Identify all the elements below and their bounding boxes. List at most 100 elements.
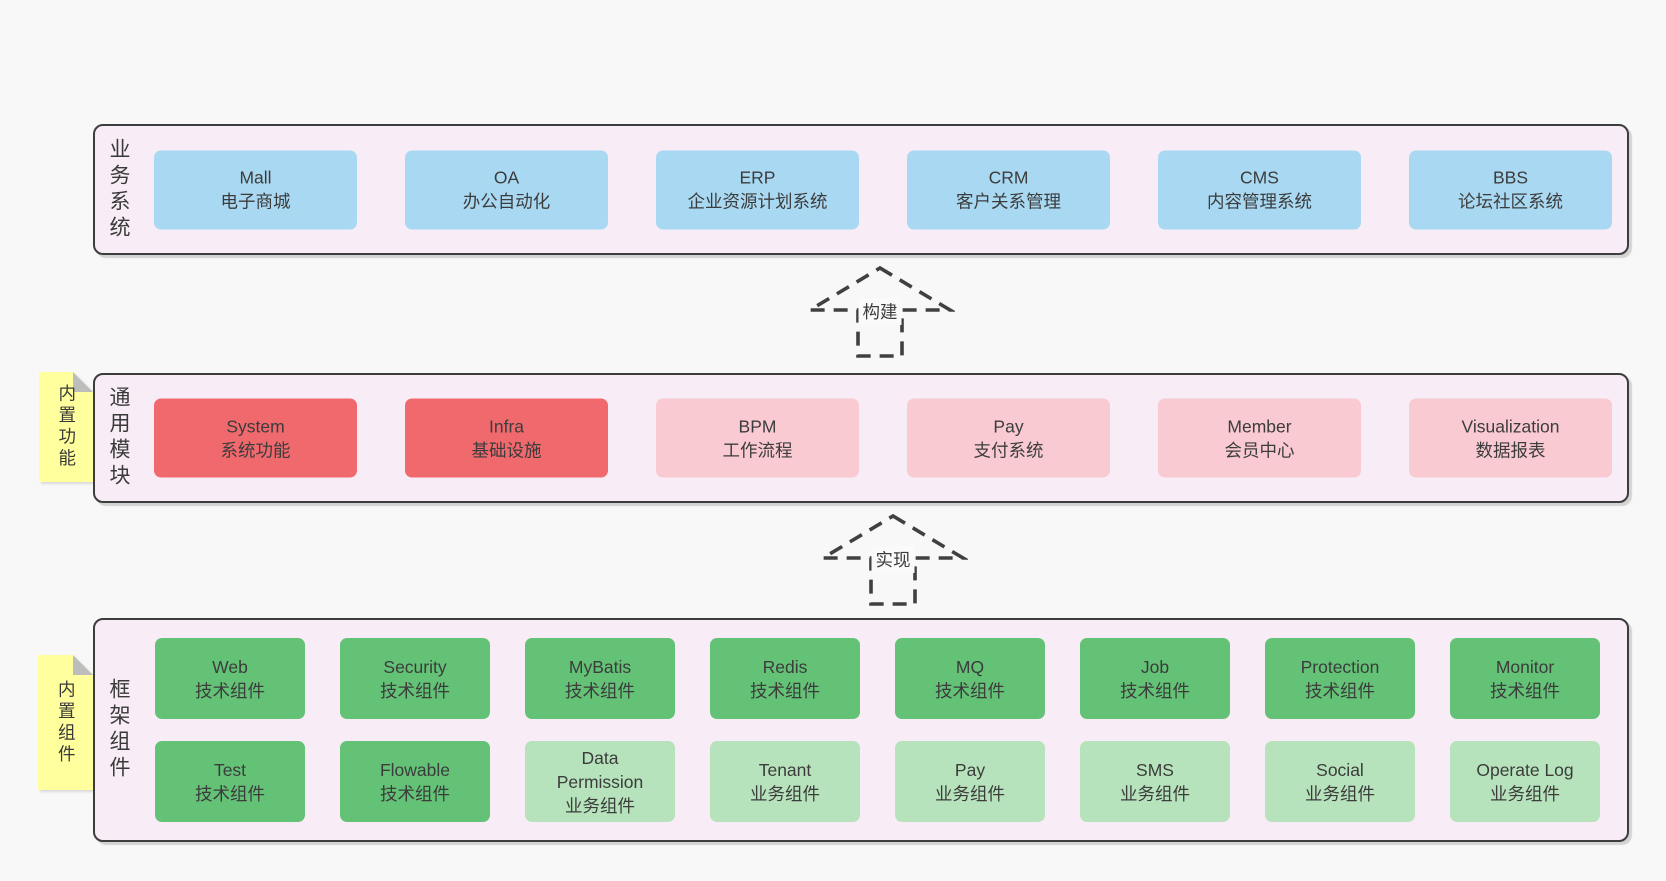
box-oa: OA 办公自动化 [405, 150, 608, 229]
box-pay: Pay 业务组件 [895, 741, 1045, 822]
box-zh-label: 办公自动化 [462, 191, 551, 212]
sticky-note-builtin-features: 内置功能 [39, 372, 93, 482]
folded-corner-icon [73, 655, 93, 675]
box-en-label: OA [493, 167, 520, 188]
box-en-label: ERP [739, 167, 776, 188]
box-en-label: BBS [1492, 167, 1529, 188]
box-en-label: Member [1227, 416, 1292, 436]
box-zh-label: 业务组件 [1490, 783, 1560, 804]
box-en-label: CMS [1240, 167, 1279, 188]
box-web: Web 技术组件 [155, 638, 305, 719]
band-label-business-systems: 业务系统 [107, 137, 130, 242]
box-zh-label: 业务组件 [1120, 783, 1190, 804]
arrow-implement-label: 实现 [871, 546, 915, 573]
box-redis: Redis 技术组件 [710, 638, 860, 719]
box-zh-label: 系统功能 [220, 440, 291, 460]
box-zh-label: 电子商城 [220, 191, 291, 212]
box-zh-label: 业务组件 [935, 783, 1005, 804]
box-mq: MQ 技术组件 [895, 638, 1045, 719]
box-en-label: System [226, 416, 285, 436]
box-crm: CRM 客户关系管理 [907, 150, 1110, 229]
box-zh-label: 技术组件 [935, 680, 1005, 701]
box-zh-label: 基础设施 [471, 440, 542, 460]
box-zh-label: 技术组件 [195, 680, 265, 701]
box-zh-label: 技术组件 [1120, 680, 1190, 701]
box-en-label: Monitor [1495, 656, 1555, 677]
box-zh-label: 技术组件 [750, 680, 820, 701]
box-zh-label: 会员中心 [1224, 440, 1295, 460]
box-social: Social 业务组件 [1265, 741, 1415, 822]
sticky-note-wrapper: 内置组件 [38, 655, 93, 790]
box-zh-label: 客户关系管理 [956, 191, 1061, 212]
box-zh-label: 业务组件 [1305, 783, 1375, 804]
box-en-label: Redis [762, 656, 808, 677]
box-en-label: Mall [239, 167, 272, 188]
box-en-label: Flowable [379, 759, 451, 780]
box-en-label: Pay [993, 416, 1024, 436]
box-en-label: CRM [988, 167, 1029, 188]
box-job: Job 技术组件 [1080, 638, 1230, 719]
box-en-label: Protection [1300, 656, 1380, 677]
band-rows: Mall 电子商城 OA 办公自动化 ERP 企业资源计划系统 CRM 客户关系管理 CMS 内容… [95, 150, 1627, 229]
box-zh-label: 技术组件 [380, 783, 450, 804]
box-en-label: Security [383, 656, 447, 677]
box-zh-label: 支付系统 [973, 440, 1044, 460]
box-zh-label: 技术组件 [1305, 680, 1375, 701]
box-zh-label: 技术组件 [195, 783, 265, 804]
box-row: Mall 电子商城 OA 办公自动化 ERP 企业资源计划系统 CRM 客户关系管理 CMS 内容… [95, 150, 1627, 229]
box-tenant: Tenant 业务组件 [710, 741, 860, 822]
box-security: Security 技术组件 [340, 638, 490, 719]
box-en-label: Pay [954, 759, 986, 780]
box-bbs: BBS 论坛社区系统 [1409, 150, 1612, 229]
box-sms: SMS 业务组件 [1080, 741, 1230, 822]
box-bpm: BPM 工作流程 [656, 398, 859, 478]
box-data-permission: Data Permission 业务组件 [525, 741, 675, 822]
box-zh-label: 技术组件 [380, 680, 450, 701]
box-zh-label: 技术组件 [565, 680, 635, 701]
box-zh-label: 业务组件 [750, 783, 820, 804]
box-erp: ERP 企业资源计划系统 [656, 150, 859, 229]
box-en-label: Web [212, 656, 248, 677]
box-en-label: Data Permission [556, 747, 644, 792]
box-en-label: Job [1140, 656, 1170, 677]
box-en-label: Visualization [1461, 416, 1560, 436]
band-label-framework-components: 框架组件 [107, 678, 130, 782]
sticky-note-label: 内置组件 [56, 679, 77, 766]
dashed-up-arrow-icon [805, 265, 955, 358]
arrow-build: 构建 [805, 264, 955, 360]
box-pay: Pay 支付系统 [907, 398, 1110, 478]
arrow-build-label: 构建 [858, 298, 902, 325]
box-monitor: Monitor 技术组件 [1450, 638, 1600, 719]
box-flowable: Flowable 技术组件 [340, 741, 490, 822]
box-zh-label: 内容管理系统 [1207, 191, 1312, 212]
arrow-implement: 实现 [818, 512, 968, 608]
sticky-note-builtin-components: 内置组件 [38, 655, 93, 790]
box-zh-label: 企业资源计划系统 [687, 191, 828, 212]
box-zh-label: 论坛社区系统 [1458, 191, 1563, 212]
box-zh-label: 工作流程 [722, 440, 793, 460]
box-zh-label: 业务组件 [565, 795, 635, 816]
box-en-label: MQ [955, 656, 985, 677]
box-cms: CMS 内容管理系统 [1158, 150, 1361, 229]
box-en-label: SMS [1136, 759, 1174, 780]
box-test: Test 技术组件 [155, 741, 305, 822]
box-mall: Mall 电子商城 [154, 150, 357, 229]
band-business-systems: 业务系统 Mall 电子商城 OA 办公自动化 ERP 企业资源计划系统 CRM 客户关系管理… [93, 124, 1629, 255]
box-en-label: Social [1316, 759, 1364, 780]
sticky-note-label: 内置功能 [56, 384, 77, 470]
box-en-label: Tenant [758, 759, 812, 780]
box-en-label: BPM [738, 416, 777, 436]
sticky-note-wrapper: 内置功能 [39, 372, 93, 482]
box-zh-label: 技术组件 [1490, 680, 1560, 701]
box-en-label: Test [213, 759, 247, 780]
